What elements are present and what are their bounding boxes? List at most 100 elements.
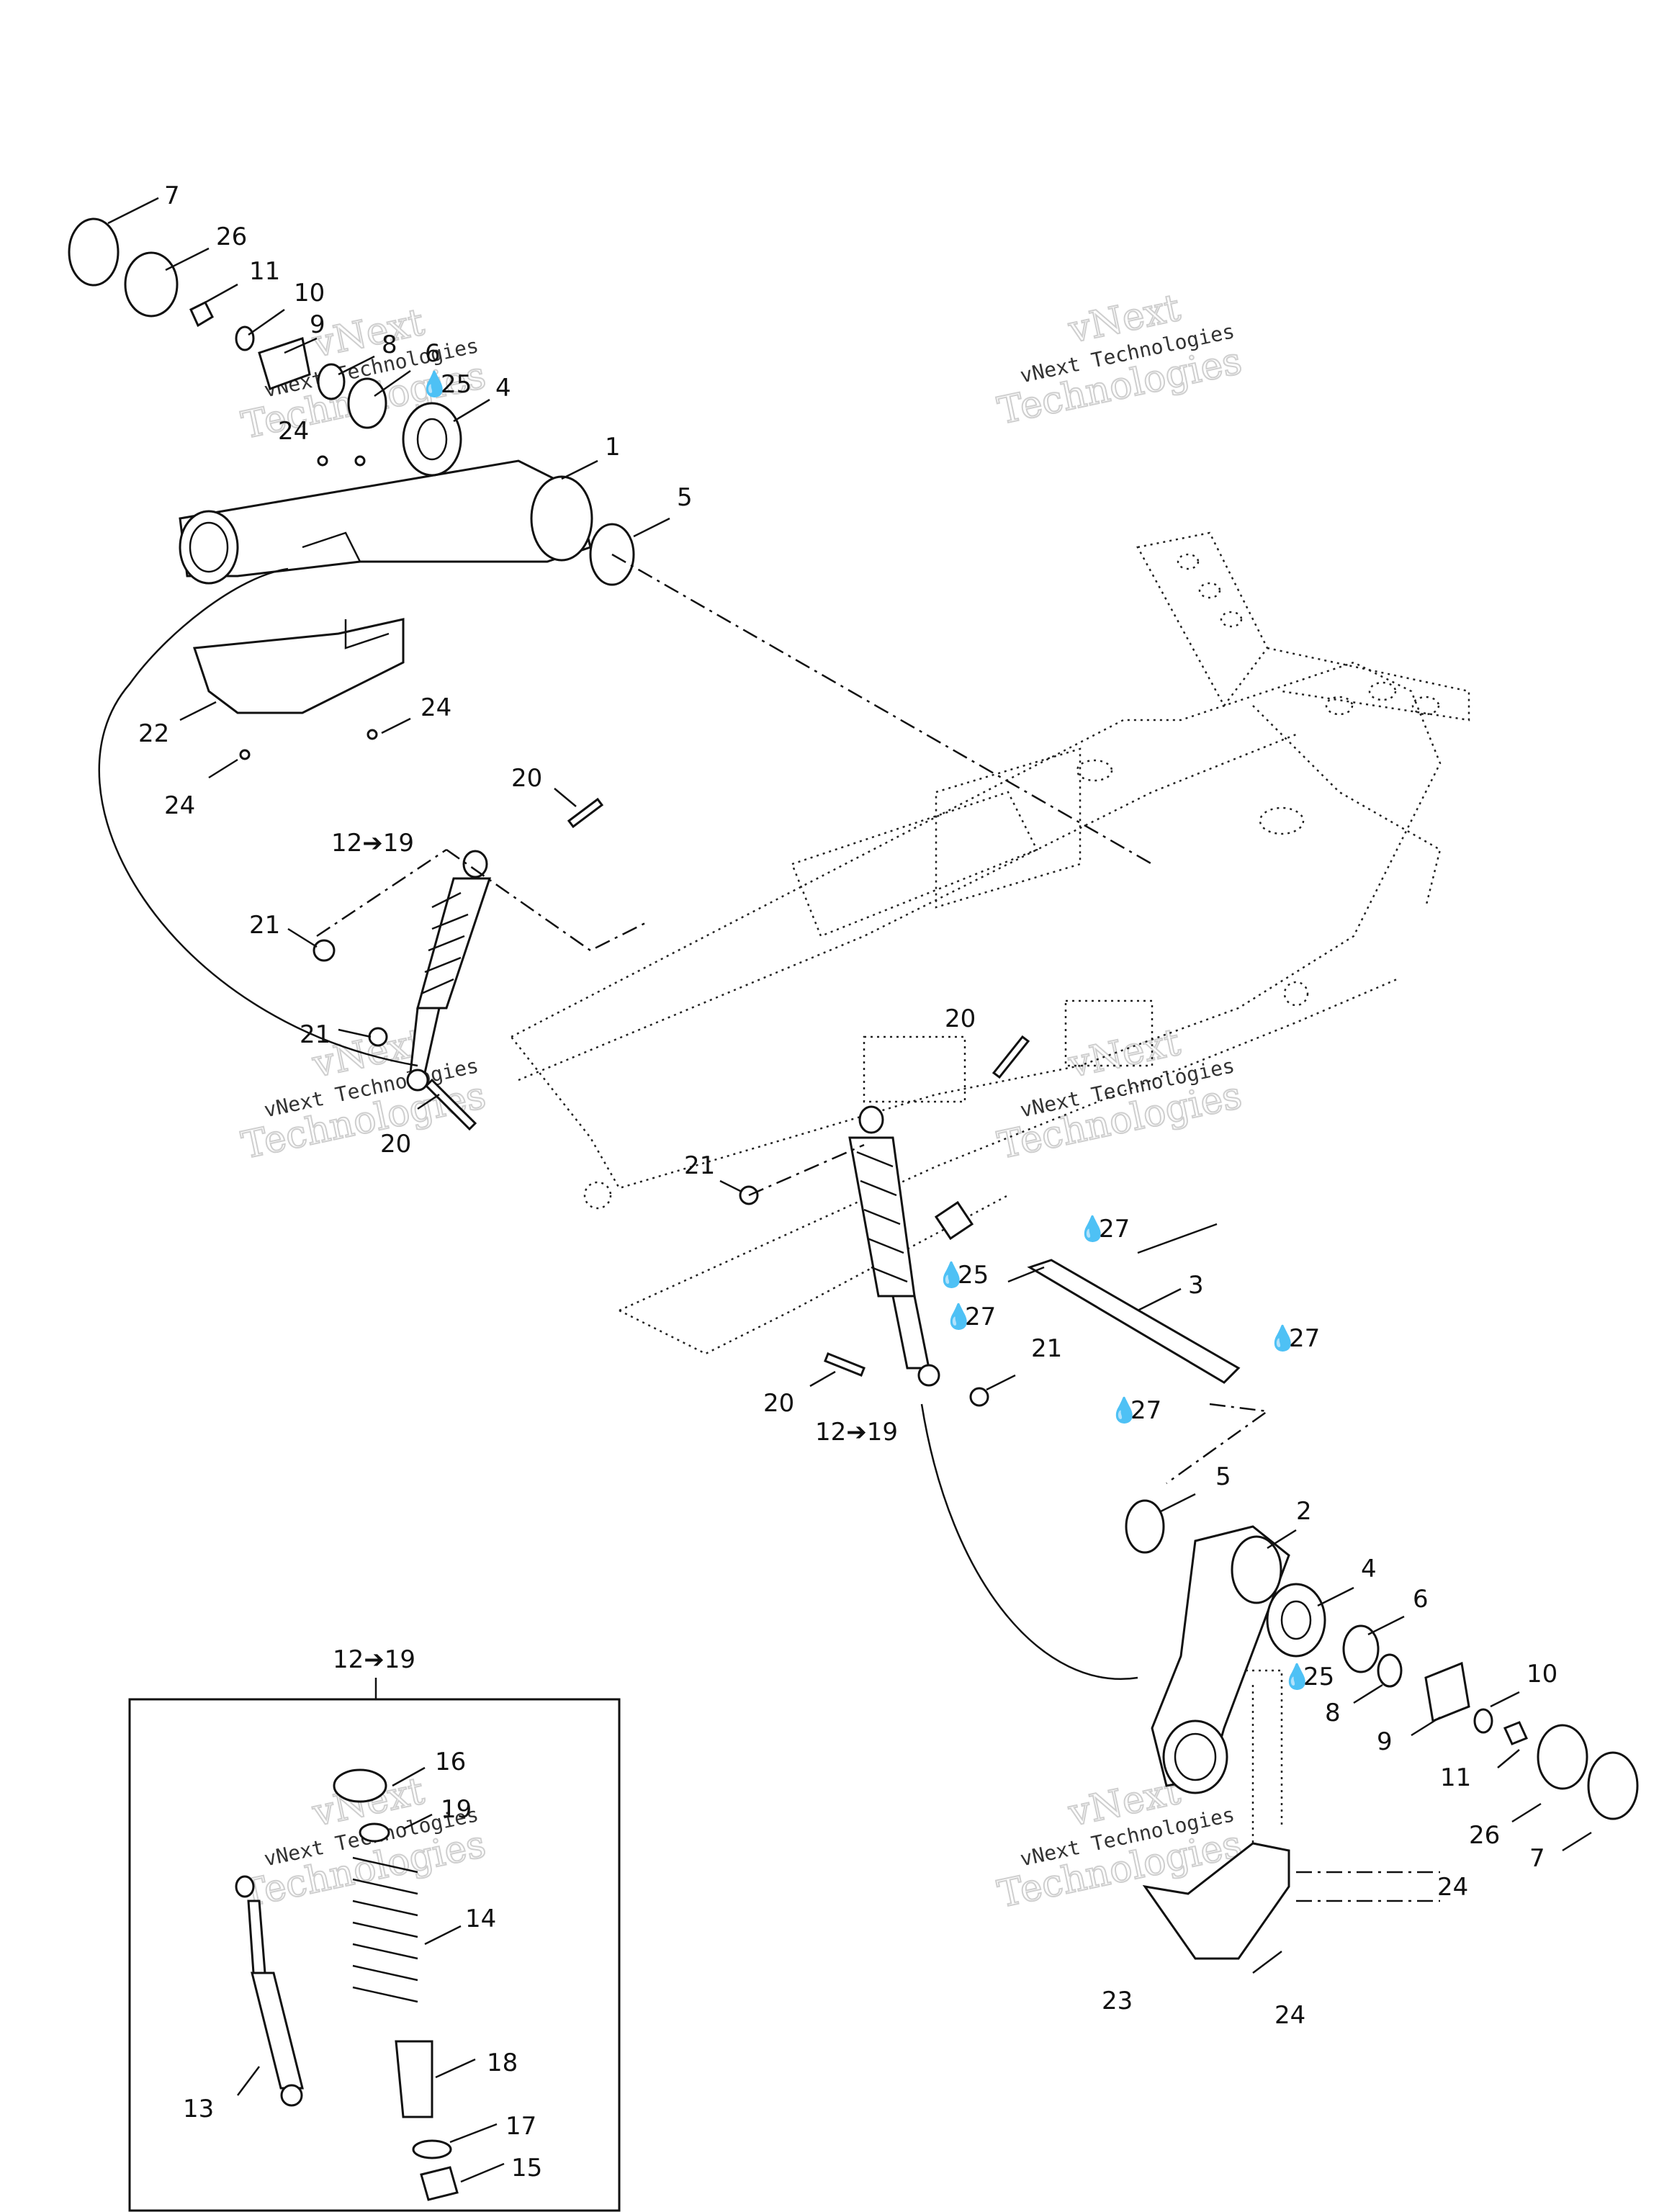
rivet-24c [239,749,251,760]
callout-23: 23 [1102,1987,1133,2015]
callout-16: 16 [435,1748,466,1776]
callout-24: 24 [1274,2001,1305,2030]
callout-27: 27 [1130,1396,1161,1425]
lube-callout-27b: 💧 27 [943,1303,996,1331]
lube-callout-27d: 💧 27 [1109,1396,1161,1425]
right-swing-arm-2 [1151,1525,1290,1843]
hub-cap-7b [1587,1751,1639,1820]
drop-icon: 💧 [1267,1324,1298,1353]
bolt-20a [567,797,604,829]
callout-24: 24 [164,791,195,820]
shock-bottom-eye [280,2084,303,2107]
right-hub-parts [1125,1499,1639,1820]
callout-7: 7 [1529,1844,1545,1873]
drop-icon: 💧 [1109,1396,1139,1425]
cup-15 [420,2166,459,2201]
fasteners [239,455,1030,1407]
callout-20: 20 [511,764,542,793]
skid-plate-23 [1142,1842,1290,1960]
guide-lines [98,553,1440,1902]
callout-10: 10 [294,279,325,307]
callout-21: 21 [684,1151,715,1180]
callout-8: 8 [1325,1699,1341,1727]
shock-lower [848,1105,940,1387]
rivet-24a2 [354,455,366,467]
drop-icon: 💧 [943,1303,974,1331]
drop-icon: 💧 [1077,1215,1107,1244]
bolt-20c [424,1078,477,1131]
callout-5: 5 [1215,1462,1231,1491]
rivet-24a [317,455,328,467]
clip-19 [359,1822,390,1843]
callout-27: 27 [965,1303,996,1331]
callout-24: 24 [278,417,309,446]
lube-callout-25b: 💧 25 [936,1261,989,1290]
lube-callout-27a: 💧 27 [1077,1215,1130,1244]
nut-11a [189,300,214,328]
nut-21a [313,939,336,962]
callout-6: 6 [425,339,441,368]
callout-19: 19 [441,1795,472,1824]
axle-3 [934,1200,1241,1384]
watermark-2: vNext vNext Technologies Technologies [994,286,1246,434]
rivet-24b [367,729,378,740]
callout-12-19: 12➔19 [815,1418,898,1447]
clamp-26b [1537,1724,1588,1790]
callout-25: 25 [441,370,472,399]
left-swing-arm-1 [179,459,593,585]
vehicle-frame [510,531,1470,1355]
shock-body-13 [251,1972,304,2090]
ring-8a [317,363,346,400]
callout-2: 2 [1296,1497,1312,1526]
callout-27: 27 [1099,1215,1130,1244]
lube-callout-27c: 💧 27 [1267,1324,1320,1353]
callout-24: 24 [1437,1873,1468,1902]
watermark-4: vNext vNext Technologies Technologies [994,1020,1246,1169]
callout-12-19: 12➔19 [331,829,414,858]
callout-12-19: 12➔19 [333,1645,415,1674]
bearing-plate-9a [258,337,311,390]
callout-14: 14 [465,1905,496,1933]
callout-27: 27 [1289,1324,1320,1353]
callout-17: 17 [505,2112,536,2141]
washer-10a [235,325,255,351]
drop-icon: 💧 [936,1261,966,1290]
callout-24: 24 [421,693,451,722]
callout-9: 9 [1377,1727,1393,1756]
callout-18: 18 [487,2049,518,2077]
nut-21b [368,1027,388,1047]
ring-8b [1377,1653,1403,1688]
callout-13: 13 [183,2095,214,2123]
lube-callout-25a: 💧 25 [419,370,472,399]
callout-8: 8 [382,331,397,359]
callout-11: 11 [249,257,280,286]
callout-20: 20 [945,1004,976,1033]
callout-26: 26 [216,222,247,251]
callout-5: 5 [677,483,693,512]
bolt-20b [992,1035,1030,1079]
nut-11b [1503,1721,1529,1745]
sleeve-18 [395,2040,433,2118]
callout-9: 9 [310,310,325,339]
spring-14 [352,1856,418,2003]
callout-3: 3 [1188,1271,1204,1300]
clamp-26a [124,251,179,318]
bearing-4a [402,402,462,477]
spring-cap-16 [333,1768,387,1803]
callout-4: 4 [1361,1555,1377,1583]
hub-cap-7a [68,217,120,287]
shock-upper [406,850,492,1092]
callout-21: 21 [249,911,280,940]
callout-22: 22 [138,719,169,748]
callout-21: 21 [300,1020,331,1049]
bolt-20d [824,1352,866,1377]
callout-1: 1 [605,433,621,462]
shock-detail-box [128,1678,621,2212]
callout-10: 10 [1527,1660,1557,1689]
drop-icon: 💧 [1282,1663,1312,1691]
shock-top-eye [235,1875,255,1898]
callout-26: 26 [1469,1821,1500,1850]
callout-25: 25 [958,1261,989,1290]
bearing-4b [1266,1583,1326,1658]
